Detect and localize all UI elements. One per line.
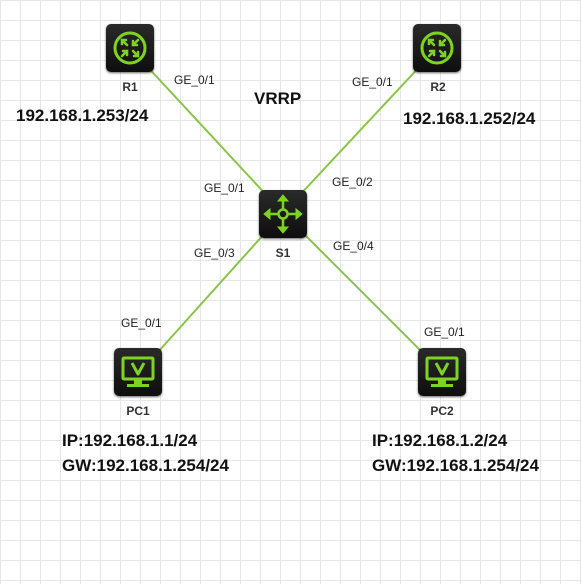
pc2-label: PC2 — [430, 404, 454, 418]
s1-port-ge01: GE_0/1 — [204, 181, 245, 195]
diagram-title: VRRP — [254, 89, 302, 108]
link-r1-s1 — [129, 47, 284, 214]
pc1-label: PC1 — [126, 404, 150, 418]
s1-port-ge02: GE_0/2 — [332, 175, 373, 189]
router-icon — [420, 31, 454, 65]
r2-label: R2 — [430, 80, 446, 94]
s1-port-ge04: GE_0/4 — [333, 239, 374, 253]
pc-pc2[interactable] — [418, 348, 466, 396]
pc2-ip: IP:192.168.1.2/24 — [372, 431, 508, 450]
pc1-port-ge01: GE_0/1 — [121, 316, 162, 330]
s1-label: S1 — [275, 246, 291, 260]
r1-port-ge01: GE_0/1 — [174, 73, 215, 87]
r1-label: R1 — [122, 80, 138, 94]
r2-address: 192.168.1.252/24 — [403, 109, 536, 128]
router-r2[interactable] — [413, 24, 461, 72]
link-r2-s1 — [282, 47, 438, 214]
link-s1-pc1 — [139, 212, 284, 373]
monitor-icon — [425, 356, 459, 387]
r1-address: 192.168.1.253/24 — [16, 106, 149, 125]
pc2-port-ge01: GE_0/1 — [424, 325, 465, 339]
r2-port-ge01: GE_0/1 — [352, 75, 393, 89]
pc1-ip: IP:192.168.1.1/24 — [62, 431, 198, 450]
pc-pc1[interactable] — [114, 348, 162, 396]
router-icon — [113, 31, 147, 65]
switch-icon — [263, 194, 303, 234]
s1-port-ge03: GE_0/3 — [194, 246, 235, 260]
switch-s1[interactable] — [259, 190, 307, 238]
link-s1-pc2 — [282, 212, 443, 373]
router-r1[interactable] — [106, 24, 154, 72]
pc1-gateway: GW:192.168.1.254/24 — [62, 456, 229, 475]
monitor-icon — [121, 356, 155, 387]
pc2-gateway: GW:192.168.1.254/24 — [372, 456, 539, 475]
